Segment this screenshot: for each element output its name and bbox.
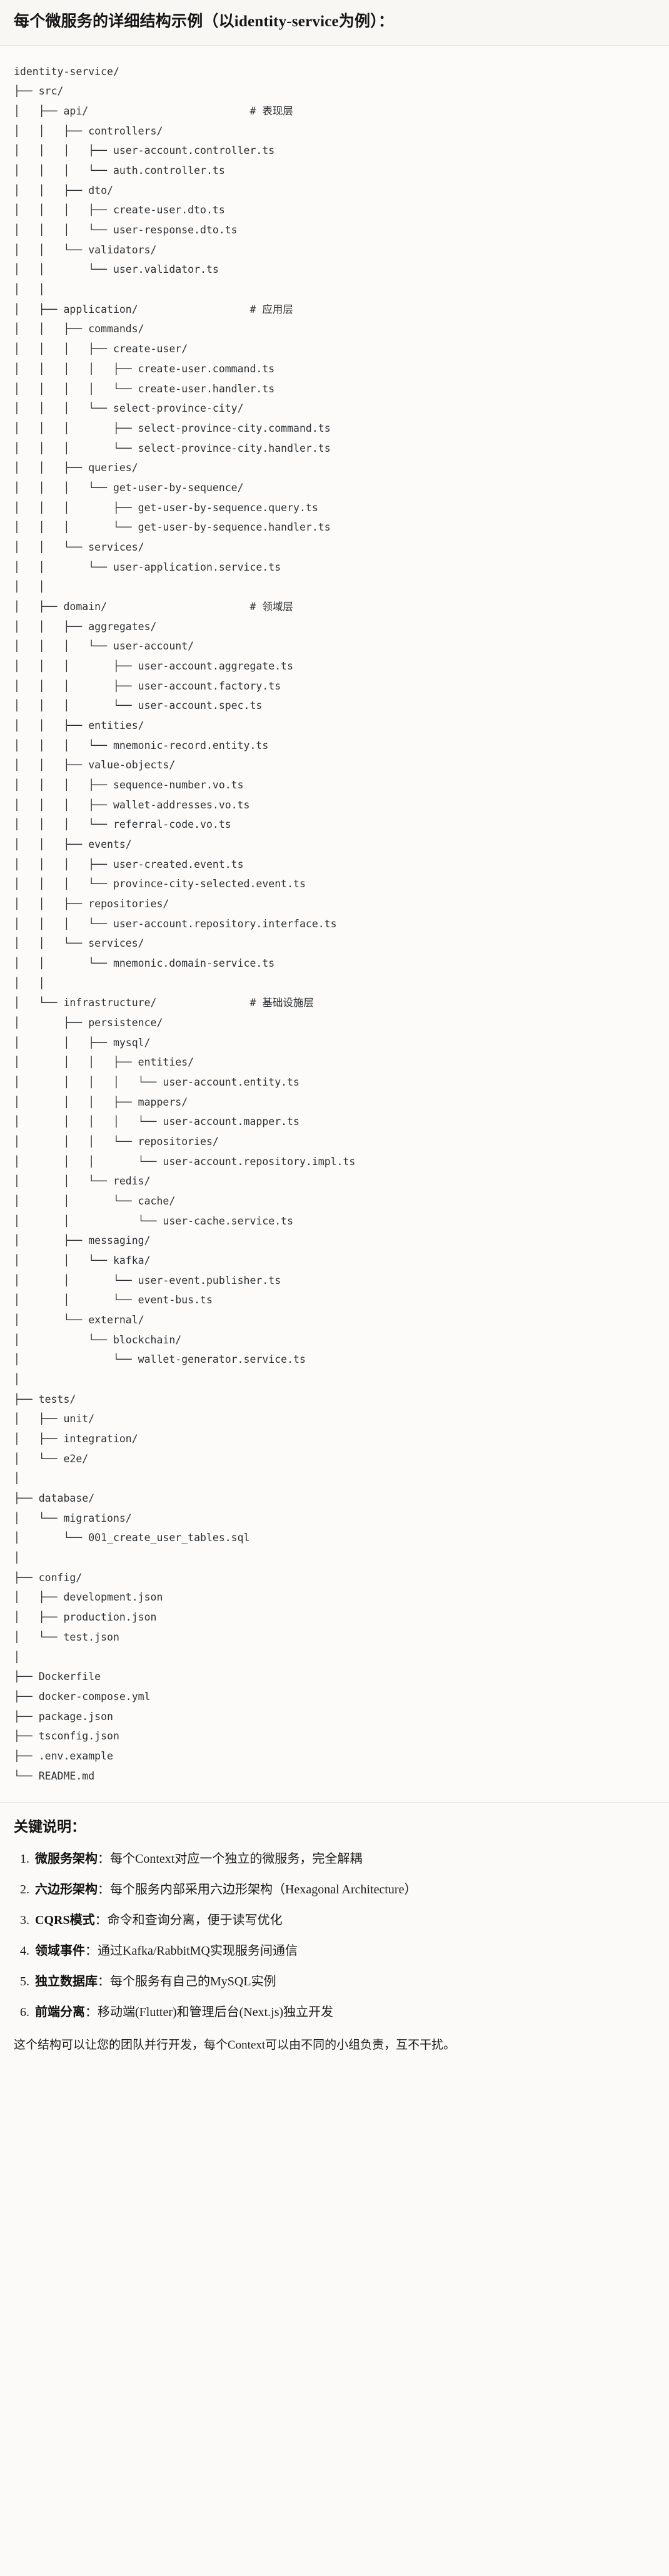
key-points-title: 关键说明： [14, 1819, 86, 1835]
key-points-list: 微服务架构：每个Context对应一个独立的微服务，完全解耦 六边形架构：每个服… [14, 1850, 655, 2022]
key-point-separator: ： [98, 1975, 110, 1989]
key-point-desc: 命令和查询分离，便于读写优化 [107, 1913, 283, 1928]
list-item: 领域事件：通过Kafka/RabbitMQ实现服务间通信 [33, 1942, 655, 1960]
list-item: 微服务架构：每个Context对应一个独立的微服务，完全解耦 [33, 1850, 655, 1868]
key-point-desc: 移动端(Flutter)和管理后台(Next.js)独立开发 [98, 2005, 334, 2020]
page-root: 每个微服务的详细结构示例（以identity-service为例）： ident… [0, 0, 669, 2074]
closing-paragraph: 这个结构可以让您的团队并行开发，每个Context可以由不同的小组负责，互不干扰… [14, 2039, 456, 2052]
key-point-term: 微服务架构 [35, 1852, 98, 1866]
key-points-section: 关键说明： 微服务架构：每个Context对应一个独立的微服务，完全解耦 六边形… [0, 1803, 669, 2074]
directory-tree-section: identity-service/ ├── src/ │ ├── api/ # … [0, 45, 669, 1803]
key-point-term: 领域事件 [35, 1944, 85, 1958]
list-item: 六边形架构：每个服务内部采用六边形架构（Hexagonal Architectu… [33, 1881, 655, 1899]
list-item: CQRS模式：命令和查询分离，便于读写优化 [33, 1912, 655, 1930]
heading-section: 每个微服务的详细结构示例（以identity-service为例）： [0, 0, 669, 46]
key-point-term: 六边形架构 [35, 1883, 98, 1897]
key-point-desc: 每个Context对应一个独立的微服务，完全解耦 [110, 1852, 363, 1866]
list-item: 独立数据库：每个服务有自己的MySQL实例 [33, 1973, 655, 1991]
key-point-desc: 每个服务有自己的MySQL实例 [110, 1975, 276, 1989]
key-point-term: 前端分离 [35, 2005, 85, 2020]
list-item: 前端分离：移动端(Flutter)和管理后台(Next.js)独立开发 [33, 2003, 655, 2022]
key-point-desc: 每个服务内部采用六边形架构（Hexagonal Architecture） [110, 1883, 417, 1897]
key-point-desc: 通过Kafka/RabbitMQ实现服务间通信 [98, 1944, 298, 1958]
key-point-separator: ： [85, 2005, 98, 2020]
directory-tree: identity-service/ ├── src/ │ ├── api/ # … [14, 65, 356, 1782]
page-title: 每个微服务的详细结构示例（以identity-service为例）： [14, 13, 395, 30]
key-point-separator: ： [98, 1852, 110, 1866]
key-point-separator: ： [85, 1944, 98, 1958]
key-point-separator: ： [94, 1913, 108, 1928]
key-point-separator: ： [98, 1883, 110, 1897]
key-point-term: 独立数据库 [35, 1975, 98, 1989]
key-point-term: CQRS模式 [35, 1913, 95, 1928]
